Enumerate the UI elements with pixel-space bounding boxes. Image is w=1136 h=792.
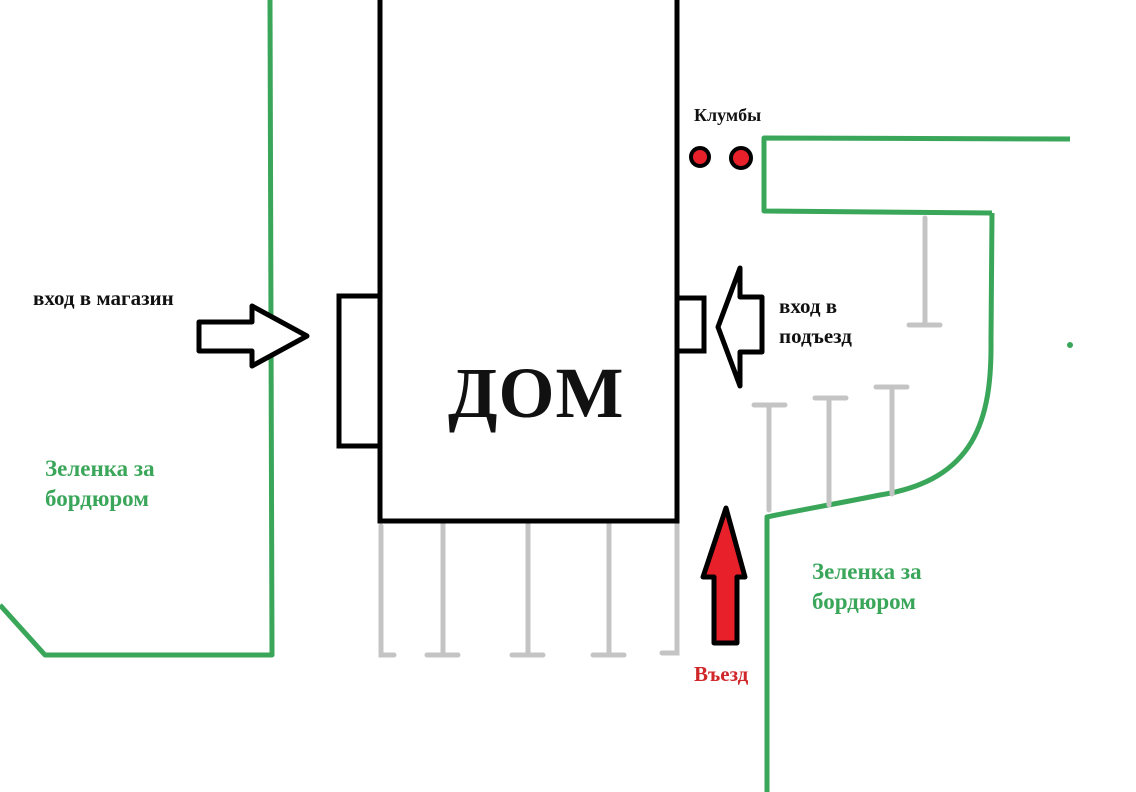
building-title: ДОМ [448,353,625,433]
porch-entrance-label-line2: подъезд [779,324,852,348]
greenery-right-label-line2: бордюром [812,589,916,614]
parking-right [751,215,943,513]
porch-door [674,295,707,354]
arrow-up-icon [700,505,748,646]
curb-dot [1067,342,1073,348]
building [377,0,680,524]
parking-line [378,523,397,658]
driveway-label: Въезд [694,662,749,686]
flowerbed-icon [729,146,753,170]
parking-bottom [378,521,680,658]
arrow-left-icon [715,265,765,389]
greenery-right-label-line1: Зеленка за [812,559,922,584]
shop-door [336,293,383,449]
greenery-left-label-line2: бордюром [45,486,149,511]
flowerbed-icon [689,146,711,168]
arrow-right-icon [196,303,310,369]
greenery-left-label-line1: Зеленка за [45,456,155,481]
curb-flowerbed-block [761,135,1071,216]
curb-right-curve [764,212,995,792]
shop-entrance-label: вход в магазин [33,286,174,310]
flowerbeds-label: Клумбы [694,105,762,125]
parking-line [659,521,680,656]
porch-entrance-label-line1: вход в [779,294,838,318]
